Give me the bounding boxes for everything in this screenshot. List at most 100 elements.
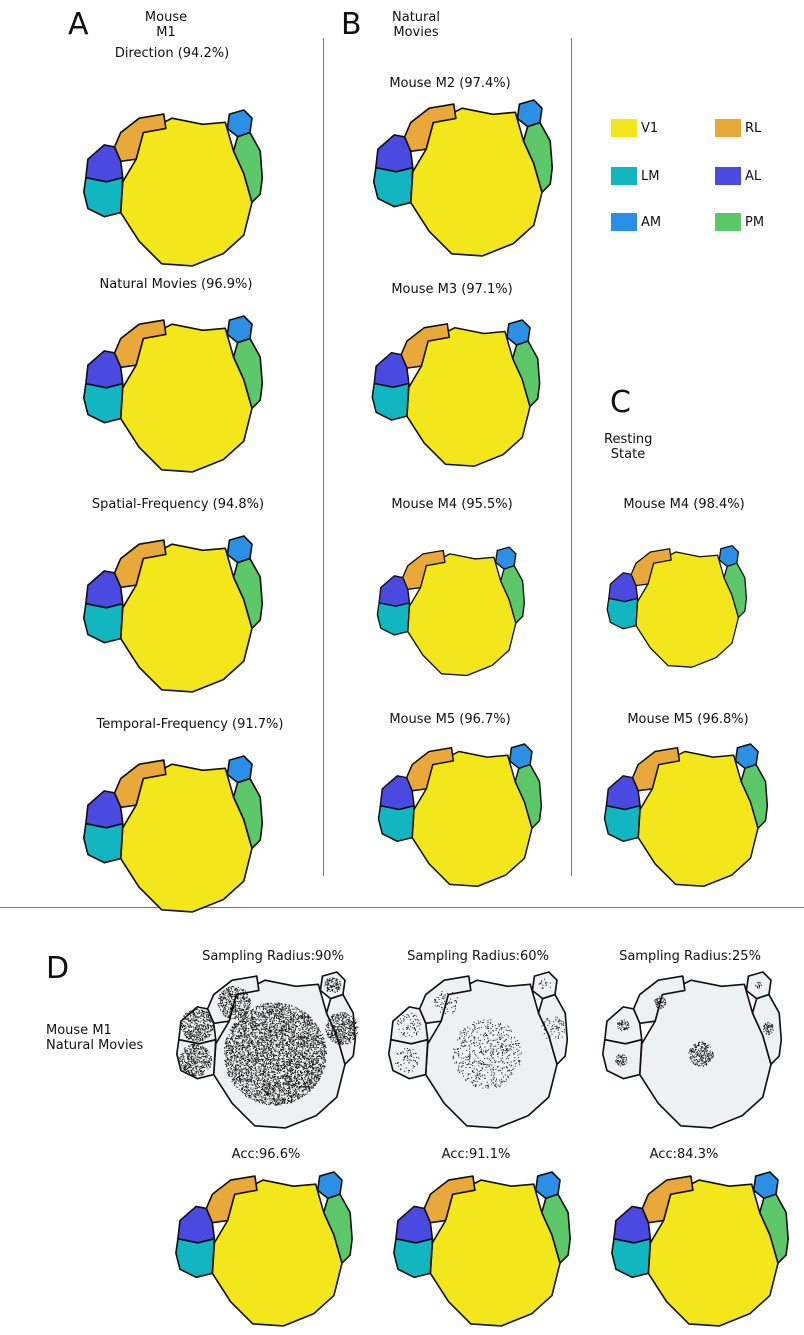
sample-dot [230,1046,231,1047]
sample-dot [284,1074,285,1075]
sample-dot [265,1100,266,1101]
sample-dot [263,1022,264,1023]
sample-dot [257,1078,258,1079]
sample-dot [281,1016,282,1017]
sample-dot [307,1040,308,1041]
sample-dot [290,1076,291,1077]
sample-dot [270,1023,271,1024]
sample-dot [236,1086,237,1087]
sample-dot [237,1057,238,1058]
sample-dot [228,987,229,988]
sample-dot [314,1076,315,1077]
sample-dot [254,1083,255,1084]
sample-dot [252,1029,253,1030]
sample-dot [224,1048,225,1049]
sample-dot [271,1099,272,1100]
sample-dot [309,1048,310,1049]
sample-dot [286,1026,287,1027]
sample-dot [233,1072,234,1073]
sample-dot [305,1085,306,1086]
sample-dot [231,1050,232,1051]
sample-dot [271,1049,272,1050]
sample-dot [226,1050,227,1051]
sample-dot [269,1098,270,1099]
sample-dot [272,1066,273,1067]
sample-dot [297,1097,298,1098]
divider-a-b [323,38,324,876]
sample-dot [266,1080,267,1081]
sample-dot [303,1056,304,1057]
sample-dot [229,998,230,999]
sample-dot [242,1079,243,1080]
sample-dot [293,1092,294,1093]
sample-dot [244,1003,245,1004]
sample-dot [287,1035,288,1036]
sample-dot [238,1018,239,1019]
sample-dot [260,1019,261,1020]
sample-dot [267,1010,268,1011]
sample-dot [276,1004,277,1005]
sample-dot [284,1040,285,1041]
sample-dot [306,1031,307,1032]
sample-dot [267,1060,268,1061]
sample-dot [297,1075,298,1076]
sample-dot [298,1094,299,1095]
sample-dot [255,1023,256,1024]
sample-dot [283,1092,284,1093]
sample-dot [256,1078,257,1079]
sample-dot [266,1034,267,1035]
sample-dot [281,1030,282,1031]
sample-dot [248,1097,249,1098]
sample-dot [302,1080,303,1081]
sample-dot [263,1029,264,1030]
sample-dot [236,993,237,994]
sample-dot [278,1013,279,1014]
sample-dot [309,1066,310,1067]
sample-dot [263,1070,264,1071]
sample-dot [266,1104,267,1105]
sample-dot [304,1063,305,1064]
sample-dot [255,1013,256,1014]
sample-dot [278,1068,279,1069]
sample-dot [276,1098,277,1099]
sample-dot [269,1088,270,1089]
sample-dot [236,1068,237,1069]
sample-dot [316,1045,317,1046]
map-a-natural-movies [76,316,268,476]
sample-dot [318,1036,319,1037]
sample-dot [249,1022,250,1023]
sample-dot [232,1072,233,1073]
sample-dot [291,1026,292,1027]
sample-dot [287,1069,288,1070]
sample-dot [275,1084,276,1085]
sample-dot [275,1078,276,1079]
sample-dot [226,1062,227,1063]
sample-dot [226,1044,227,1045]
sample-dot [237,1005,238,1006]
sample-dot [325,1047,326,1048]
sample-dot [305,1029,306,1030]
sample-dot [225,991,226,992]
sample-dot [258,1052,259,1053]
area-lm [377,603,409,635]
sample-dot [260,1052,261,1053]
sample-dot [257,1023,258,1024]
sample-dot [288,1100,289,1101]
sample-dot [235,1045,236,1046]
sample-dot [269,1061,270,1062]
sample-dot [320,1031,321,1032]
sample-dot [292,1063,293,1064]
sample-dot [301,1062,302,1063]
sample-dot [238,994,239,995]
sample-dot [293,1015,294,1016]
sample-dot [323,1046,324,1047]
sample-dot [304,1045,305,1046]
sample-dot [280,1088,281,1089]
sample-dot [255,1094,256,1095]
sample-dot [285,1023,286,1024]
sample-dot [288,1028,289,1029]
sample-dot [272,1092,273,1093]
sample-dot [287,1006,288,1007]
sample-dot [288,1031,289,1032]
sample-dot [232,1034,233,1035]
